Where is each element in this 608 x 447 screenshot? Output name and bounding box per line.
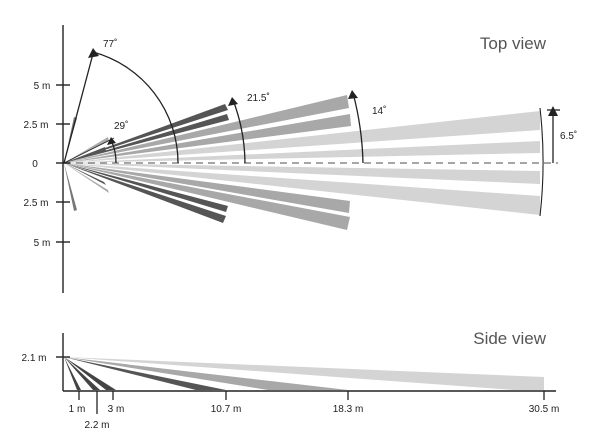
angle-label-21-5: 21.5˚ [247, 92, 270, 104]
side-view-title: Side view [473, 329, 546, 348]
side-beam-18-3m [64, 357, 348, 390]
side-beam-10-7m [64, 357, 226, 390]
side-x-label-18-3m: 18.3 m [333, 404, 364, 415]
line-29 [63, 137, 115, 164]
top-y-label-zero: 0 [32, 159, 38, 170]
beam-30-5m-4 [64, 163, 540, 215]
beam-near-6 [64, 163, 109, 193]
end-arc-30-5m [539, 107, 544, 217]
angle-label-14: 14˚ [372, 105, 386, 117]
arc-21-5 [232, 99, 246, 164]
beam-30-5m-2 [64, 141, 540, 163]
beam-near-2 [64, 163, 106, 185]
arrowhead-14 [348, 90, 358, 99]
beam-near-1 [64, 147, 106, 163]
side-x-label-3m: 3 m [108, 404, 125, 415]
arrowhead-21-5 [228, 97, 238, 106]
side-beam-30-5m [64, 357, 544, 390]
beam-near-4 [64, 163, 77, 211]
top-y-ticks [56, 84, 70, 243]
arrowhead-6-5 [548, 106, 558, 116]
angle-label-77: 77˚ [103, 38, 117, 50]
beams-18-3m [64, 95, 351, 230]
beam-18-3m-3 [64, 163, 350, 213]
beam-18-3m-1 [64, 95, 349, 163]
beam-10-7m-3 [64, 163, 228, 212]
side-x-ticks [78, 391, 545, 414]
beam-18-3m-4 [64, 163, 350, 230]
arrowhead-77 [88, 48, 99, 58]
beam-near-5 [64, 137, 109, 163]
beams-30-5m [64, 111, 540, 215]
side-x-label-10-7m: 10.7 m [211, 404, 242, 415]
angle-label-29: 29˚ [114, 120, 128, 132]
line-77 [63, 49, 95, 164]
top-view-title: Top view [480, 34, 547, 53]
top-y-label-5m-up: 5 m [34, 81, 51, 92]
arc-77 [92, 51, 179, 164]
top-y-label-2-5m-down: 2.5 m [23, 198, 48, 209]
beam-30-5m-1 [64, 111, 540, 163]
top-view-panel: 5 m 2.5 m 0 2.5 m 5 m [23, 25, 577, 293]
beam-18-3m-2 [64, 114, 351, 163]
beam-30-5m-3 [64, 163, 540, 184]
side-view-panel: Side view 2.1 m 1 m 2.2 m 3 m 10.7 m 18.… [21, 329, 559, 431]
side-beam-3m [64, 357, 116, 390]
angle-arrowheads [88, 48, 558, 145]
side-x-label-1m: 1 m [69, 404, 86, 415]
side-beam-2-2m [64, 357, 100, 390]
angle-label-6-5: 6.5˚ [560, 130, 577, 142]
top-y-label-5m-down: 5 m [34, 238, 51, 249]
top-y-label-2-5m-up: 2.5 m [23, 120, 48, 131]
side-x-label-2-2m: 2.2 m [84, 420, 109, 431]
beam-10-7m-4 [64, 163, 226, 223]
side-x-label-30-5m: 30.5 m [529, 404, 560, 415]
side-beam-1m [64, 357, 81, 390]
side-mount-height-label: 2.1 m [21, 353, 46, 364]
arrowhead-29 [107, 137, 116, 145]
